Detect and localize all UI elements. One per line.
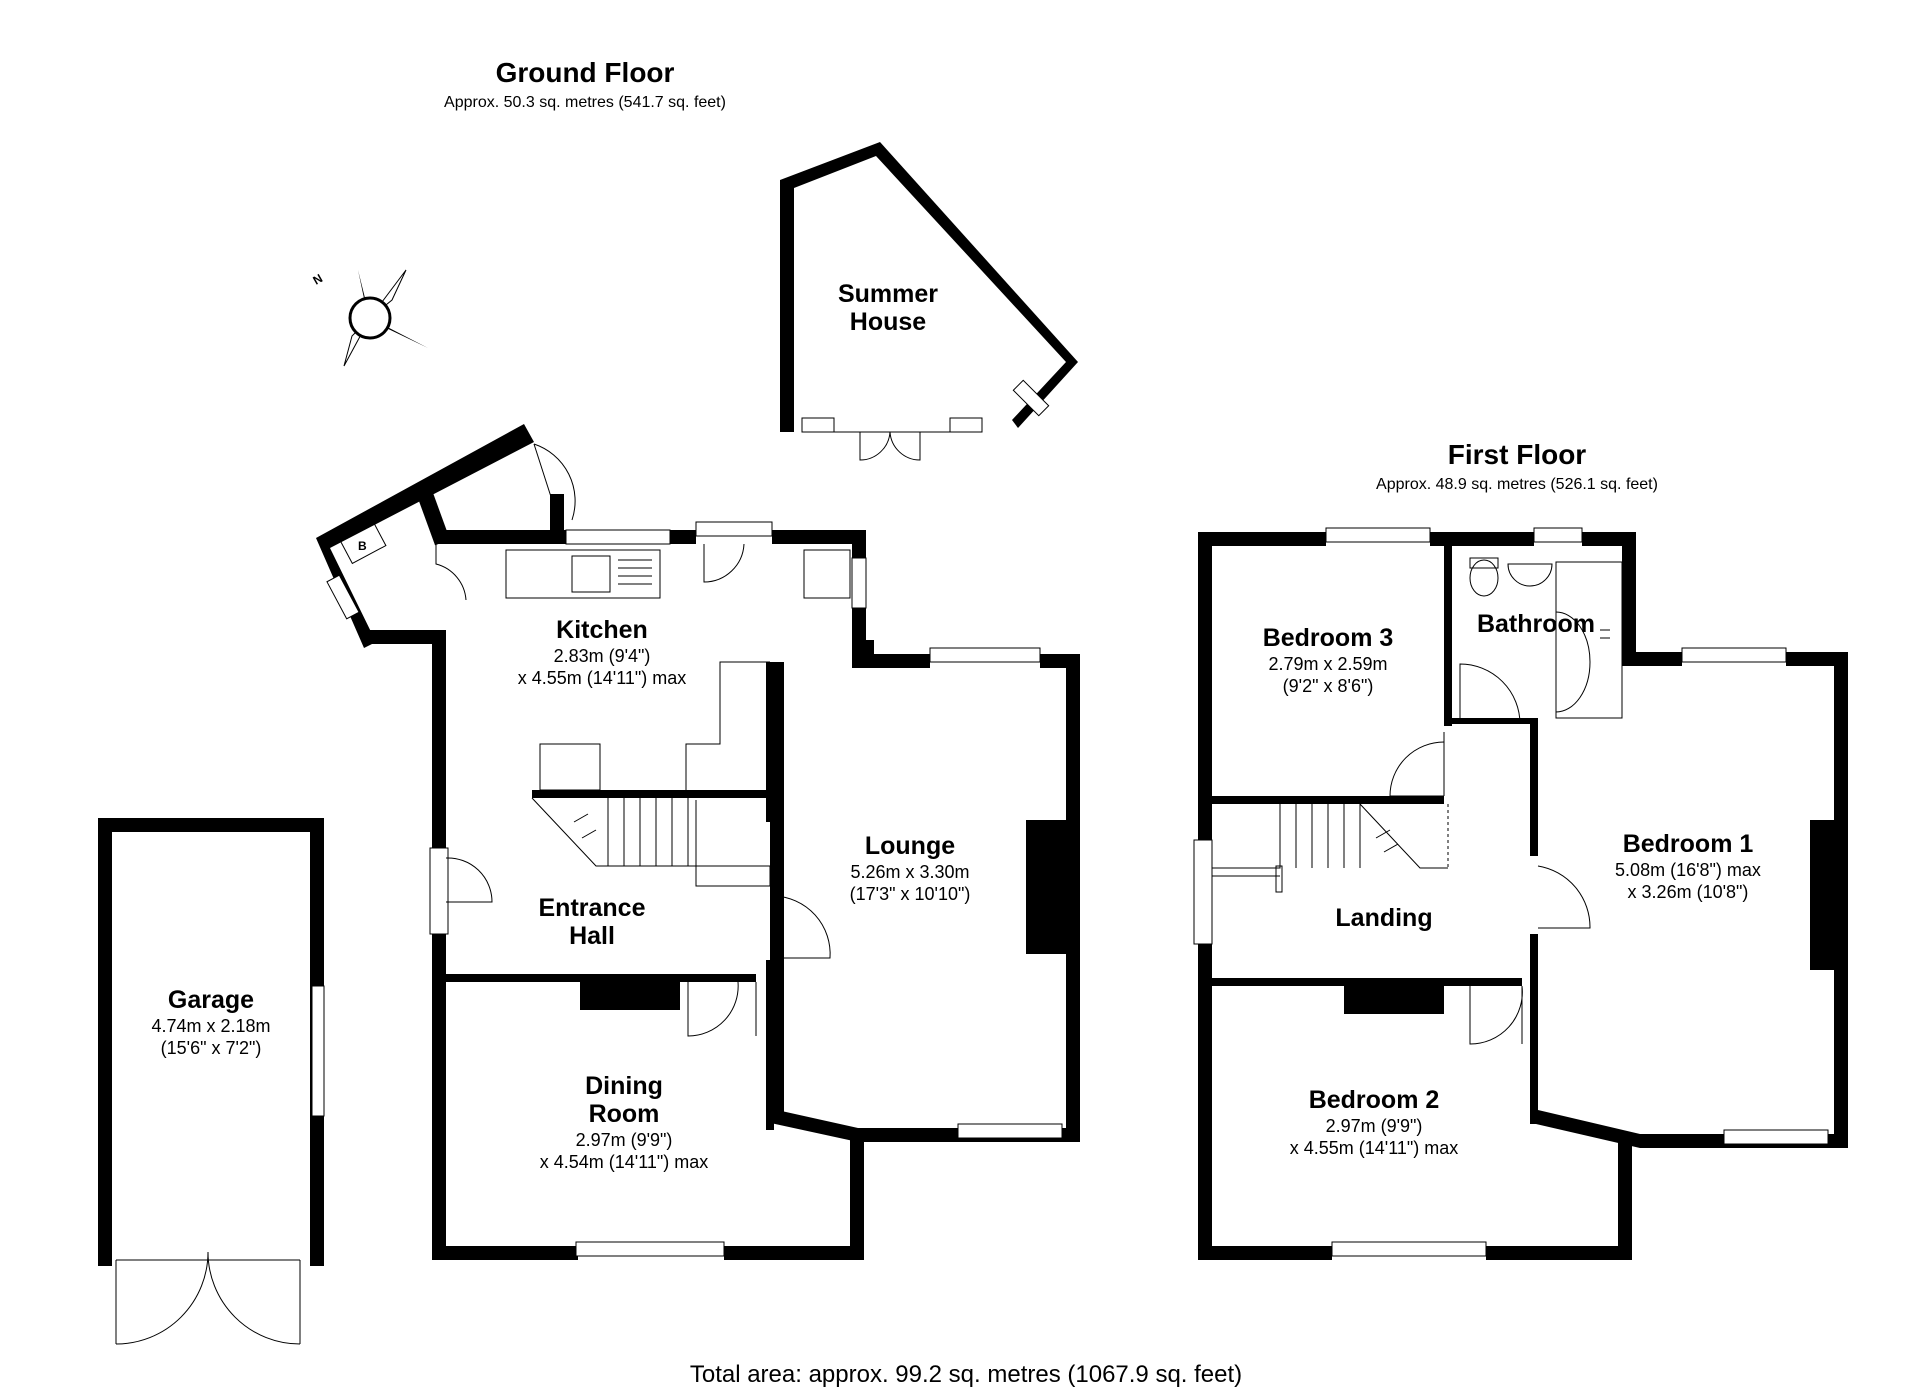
garage: Garage 4.74m x 2.18m (15'6" x 7'2") [98, 818, 325, 1345]
kitchen-fittings [505, 549, 851, 791]
total-area: Total area: approx. 99.2 sq. metres (106… [690, 1361, 1242, 1388]
dining-room-name-1: Dining [585, 1072, 663, 1100]
bedroom2-name: Bedroom 2 [1309, 1086, 1440, 1114]
bedroom3-dim-2: (9'2" x 8'6") [1283, 676, 1374, 696]
bathroom-fittings [1469, 557, 1623, 719]
garage-dim-2: (15'6" x 7'2") [161, 1038, 262, 1058]
summer-house-name-2: House [850, 308, 927, 336]
boiler-label: B [358, 539, 367, 553]
bedroom1-dim-1: 5.08m (16'8") max [1615, 860, 1761, 880]
ground-floor-area: Approx. 50.3 sq. metres (541.7 sq. feet) [444, 94, 726, 111]
garage-name: Garage [168, 986, 254, 1014]
lounge-dim-2: (17'3" x 10'10") [850, 884, 971, 904]
bedroom1-dim-2: x 3.26m (10'8") [1628, 882, 1749, 902]
kitchen-dim-2: x 4.55m (14'11") max [518, 668, 687, 688]
bedroom2-dim-1: 2.97m (9'9") [1326, 1116, 1423, 1136]
summer-house: Summer House [780, 142, 1078, 461]
entrance-hall-name-1: Entrance [539, 894, 646, 922]
dining-room-dim-2: x 4.54m (14'11") max [540, 1152, 709, 1172]
landing-name: Landing [1335, 904, 1432, 932]
bedroom1-name: Bedroom 1 [1623, 830, 1754, 858]
kitchen-dim-1: 2.83m (9'4") [554, 646, 651, 666]
lounge-name: Lounge [865, 832, 955, 860]
compass-north-label: N [311, 271, 326, 287]
bathroom-name: Bathroom [1477, 610, 1595, 638]
dining-room-dim-1: 2.97m (9'9") [576, 1130, 673, 1150]
first-floor-area: Approx. 48.9 sq. metres (526.1 sq. feet) [1376, 476, 1658, 493]
first-floor-stairs [1212, 803, 1449, 893]
bedroom2-dim-2: x 4.55m (14'11") max [1290, 1138, 1459, 1158]
first-floor-title: First Floor [1448, 439, 1587, 470]
kitchen-name: Kitchen [556, 616, 648, 644]
ground-stairs [531, 797, 697, 867]
ground-floor-plan: B [316, 424, 1080, 1260]
garage-dim-1: 4.74m x 2.18m [151, 1016, 270, 1036]
ground-floor-title: Ground Floor [496, 57, 675, 88]
first-floor-plan: Bedroom 3 2.79m x 2.59m (9'2" x 8'6") Ba… [1193, 527, 1848, 1260]
lounge-dim-1: 5.26m x 3.30m [850, 862, 969, 882]
dining-room-name-2: Room [589, 1100, 660, 1128]
bedroom3-name: Bedroom 3 [1263, 624, 1394, 652]
entrance-hall-name-2: Hall [569, 922, 615, 950]
compass-icon: N [311, 269, 428, 367]
bedroom3-dim-1: 2.79m x 2.59m [1268, 654, 1387, 674]
summer-house-name-1: Summer [838, 280, 938, 308]
